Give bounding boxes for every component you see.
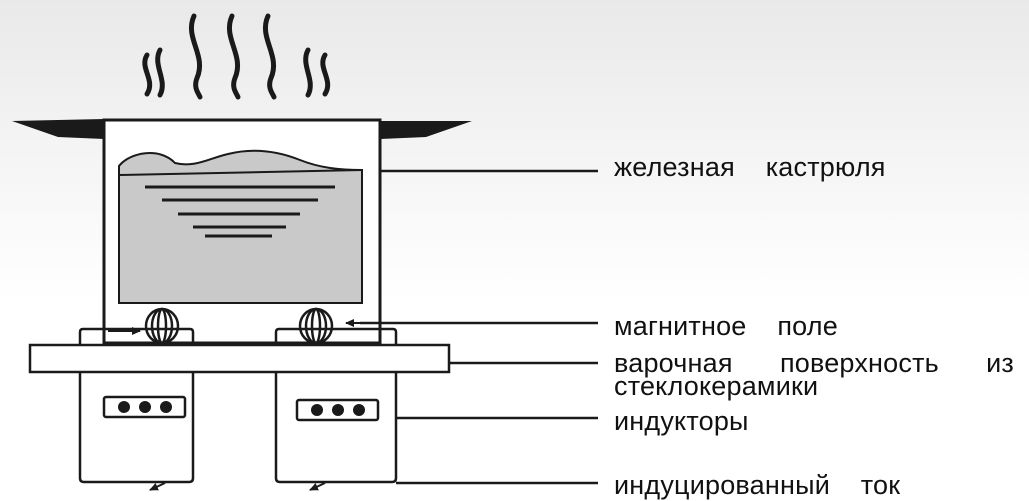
label-induced-current: индуцированный ток [614,470,901,500]
steam-lines [142,13,331,100]
label-surface-word-3: из [986,348,1014,378]
glass-ceramic-surface [28,343,451,374]
inductor-dots [118,401,365,416]
liquid-lines [145,185,335,238]
induced-current-arrows [149,482,326,491]
inductor-left [78,327,195,484]
label-iron-pot: железная кастрюля [614,152,886,182]
label-surface-line1: варочная поверхность из [614,348,1014,378]
label-inductors: индукторы [614,406,749,436]
label-magnetic-field: магнитное поле [614,311,838,341]
label-surface-word-1: варочная [614,348,733,378]
label-surface-word-2: поверхность [779,348,939,378]
inductor-right [274,327,398,484]
pot-handles [12,119,472,139]
label-surface-line2: стеклокерамики [614,371,819,401]
leader-lines [360,169,598,485]
